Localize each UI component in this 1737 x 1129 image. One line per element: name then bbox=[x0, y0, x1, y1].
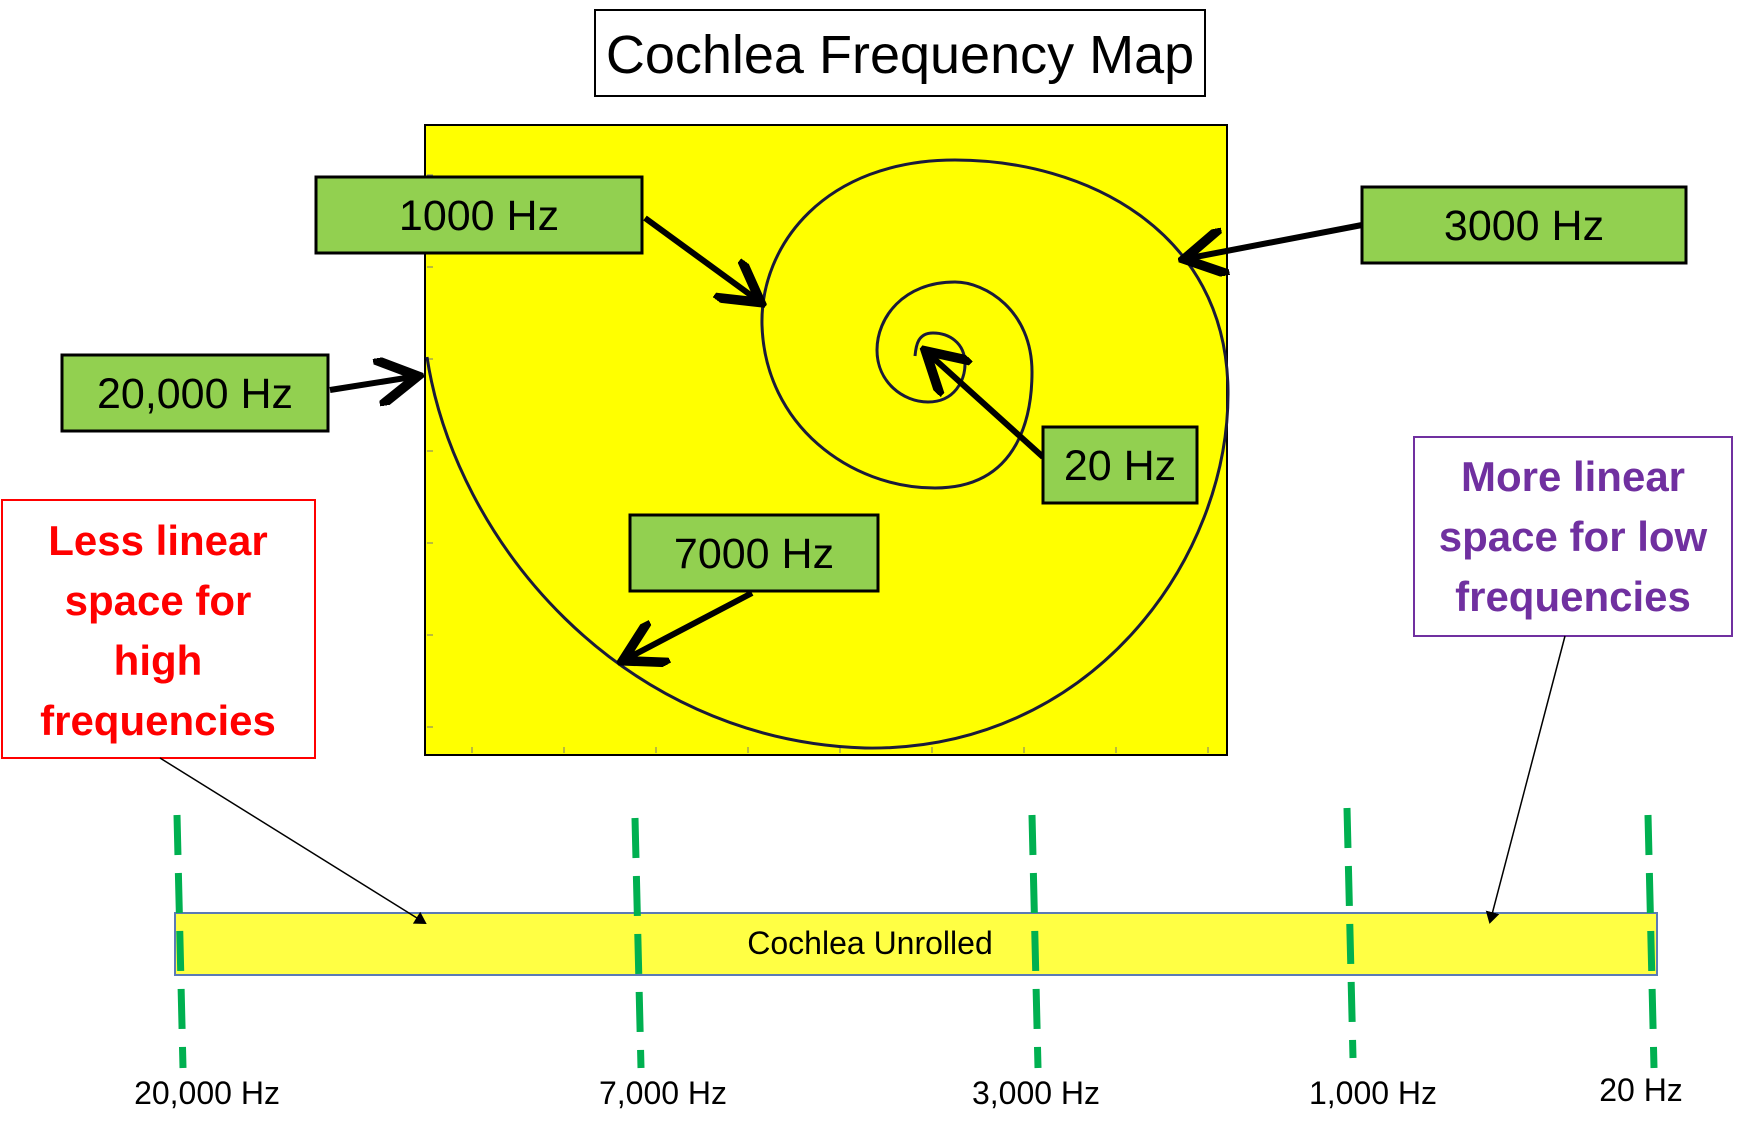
note-less-linear: Less linear space for high frequencies bbox=[1, 499, 316, 759]
label-7000hz-text: 7000 Hz bbox=[674, 530, 834, 578]
divider-7000hz bbox=[631, 817, 645, 1069]
label-20hz: 20 Hz bbox=[1041, 425, 1199, 505]
label-3000hz-text: 3000 Hz bbox=[1444, 202, 1604, 250]
note-less-linear-line-3: high bbox=[114, 637, 203, 684]
note-more-linear-line-2: space for low bbox=[1439, 513, 1708, 560]
tick-20hz: 20 Hz bbox=[1599, 1072, 1683, 1108]
divider-1000hz bbox=[1343, 807, 1357, 1059]
label-1000hz-text: 1000 Hz bbox=[399, 192, 559, 240]
label-1000hz: 1000 Hz bbox=[314, 175, 644, 255]
unrolled-label: Cochlea Unrolled bbox=[747, 925, 992, 961]
divider-lines bbox=[173, 807, 1658, 1069]
divider-20hz bbox=[1644, 814, 1658, 1069]
diagram-title: Cochlea Frequency Map bbox=[606, 25, 1194, 85]
divider-20000hz bbox=[173, 814, 187, 1069]
label-7000hz: 7000 Hz bbox=[628, 513, 880, 593]
tick-1000hz: 1,000 Hz bbox=[1309, 1075, 1437, 1111]
note-more-linear: More linear space for low frequencies bbox=[1413, 436, 1733, 637]
unrolled-cochlea: Cochlea Unrolled 20,000 Hz 7,000 Hz 3,00… bbox=[134, 807, 1683, 1111]
arrow-20hz bbox=[930, 355, 1046, 460]
arrow-20000hz bbox=[329, 377, 412, 390]
divider-3000hz bbox=[1028, 814, 1042, 1069]
tick-20000hz: 20,000 Hz bbox=[134, 1075, 280, 1111]
note-more-linear-line-1: More linear bbox=[1461, 453, 1685, 500]
note-more-linear-line-3: frequencies bbox=[1455, 573, 1691, 620]
arrow-1000hz bbox=[643, 215, 756, 299]
note-less-linear-line-1: Less linear bbox=[48, 517, 267, 564]
label-20000hz: 20,000 Hz bbox=[60, 353, 330, 433]
pointer-more-linear bbox=[1485, 635, 1566, 924]
title-box bbox=[594, 9, 1206, 97]
arrow-3000hz bbox=[1190, 222, 1363, 258]
note-less-linear-line-2: space for bbox=[65, 577, 252, 624]
note-less-linear-line-4: frequencies bbox=[40, 697, 276, 744]
tick-7000hz: 7,000 Hz bbox=[599, 1075, 727, 1111]
cochlea-spiral bbox=[425, 158, 1230, 750]
label-20hz-text: 20 Hz bbox=[1064, 442, 1176, 490]
tick-3000hz: 3,000 Hz bbox=[972, 1075, 1100, 1111]
label-20000hz-text: 20,000 Hz bbox=[97, 370, 293, 418]
label-3000hz: 3000 Hz bbox=[1360, 185, 1688, 265]
pointer-less-linear bbox=[159, 757, 427, 925]
arrow-7000hz bbox=[628, 590, 754, 658]
